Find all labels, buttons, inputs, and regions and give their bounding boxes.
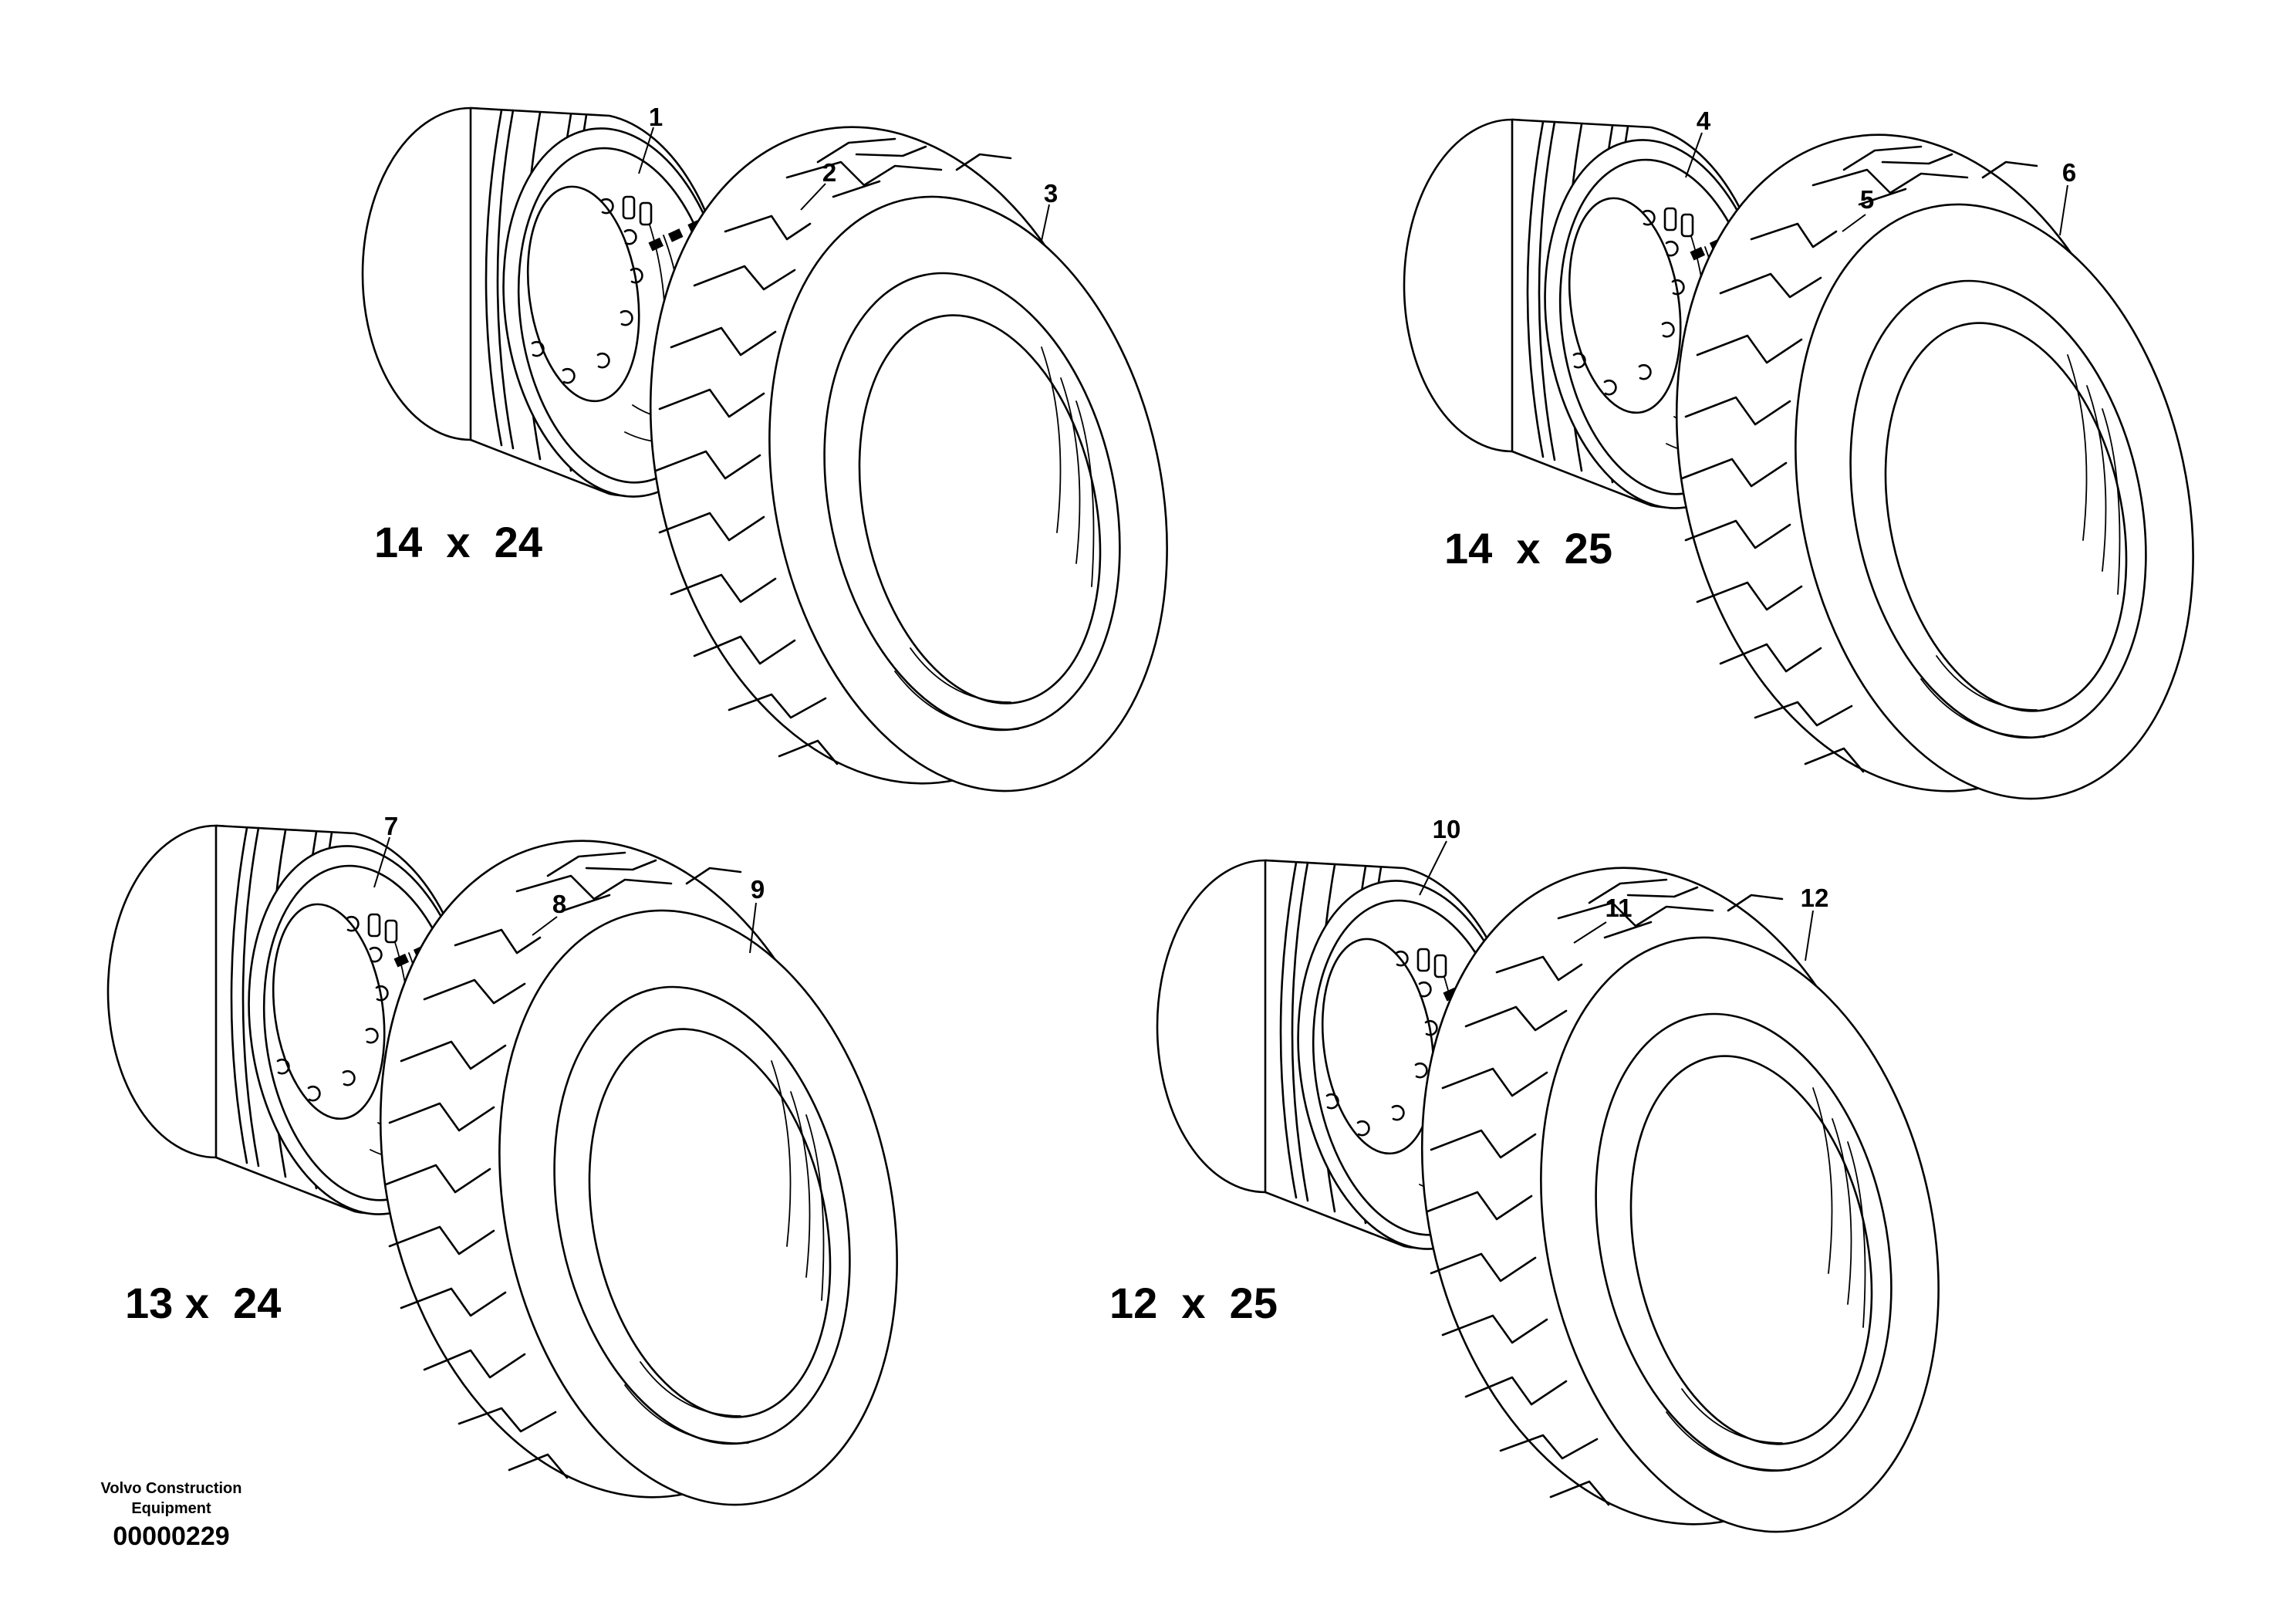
callout-rim-4: 4 [1697,106,1711,135]
footer-company-line2: Equipment [131,1500,211,1517]
callout-valve-5: 5 [1860,185,1874,214]
callout-tyre-6: 6 [2062,158,2076,187]
size-label-4: 12 x 25 [1109,1279,1278,1327]
callout-tyre-3: 3 [1044,179,1058,208]
wheel-assembly-3: 7 8 9 13 x 24 [106,795,950,1543]
wheel-assembly-2: 4 5 6 14 x 25 [1403,89,2247,837]
figure-code: 00000229 [113,1522,229,1551]
callout-valve-11: 11 [1606,894,1633,922]
footer-block: Volvo Construction Equipment 00000229 [101,1480,242,1551]
callout-rim-7: 7 [384,812,398,840]
callout-rim-1: 1 [649,103,663,131]
callout-valve-8: 8 [552,890,566,918]
callout-valve-2: 2 [822,158,836,187]
callout-tyre-12: 12 [1801,884,1829,912]
wheel-assembly-4: 10 11 12 12 x 25 [1109,815,1992,1570]
callout-tyre-9: 9 [751,875,765,904]
footer-company-line1: Volvo Construction [101,1480,242,1497]
size-label-3: 13 x 24 [125,1279,281,1327]
callout-rim-10: 10 [1433,815,1461,843]
wheel-assembly-1: 1 2 3 14 x 24 [361,81,1221,830]
size-label-2: 14 x 25 [1444,524,1612,573]
size-label-1: 14 x 24 [374,518,542,566]
